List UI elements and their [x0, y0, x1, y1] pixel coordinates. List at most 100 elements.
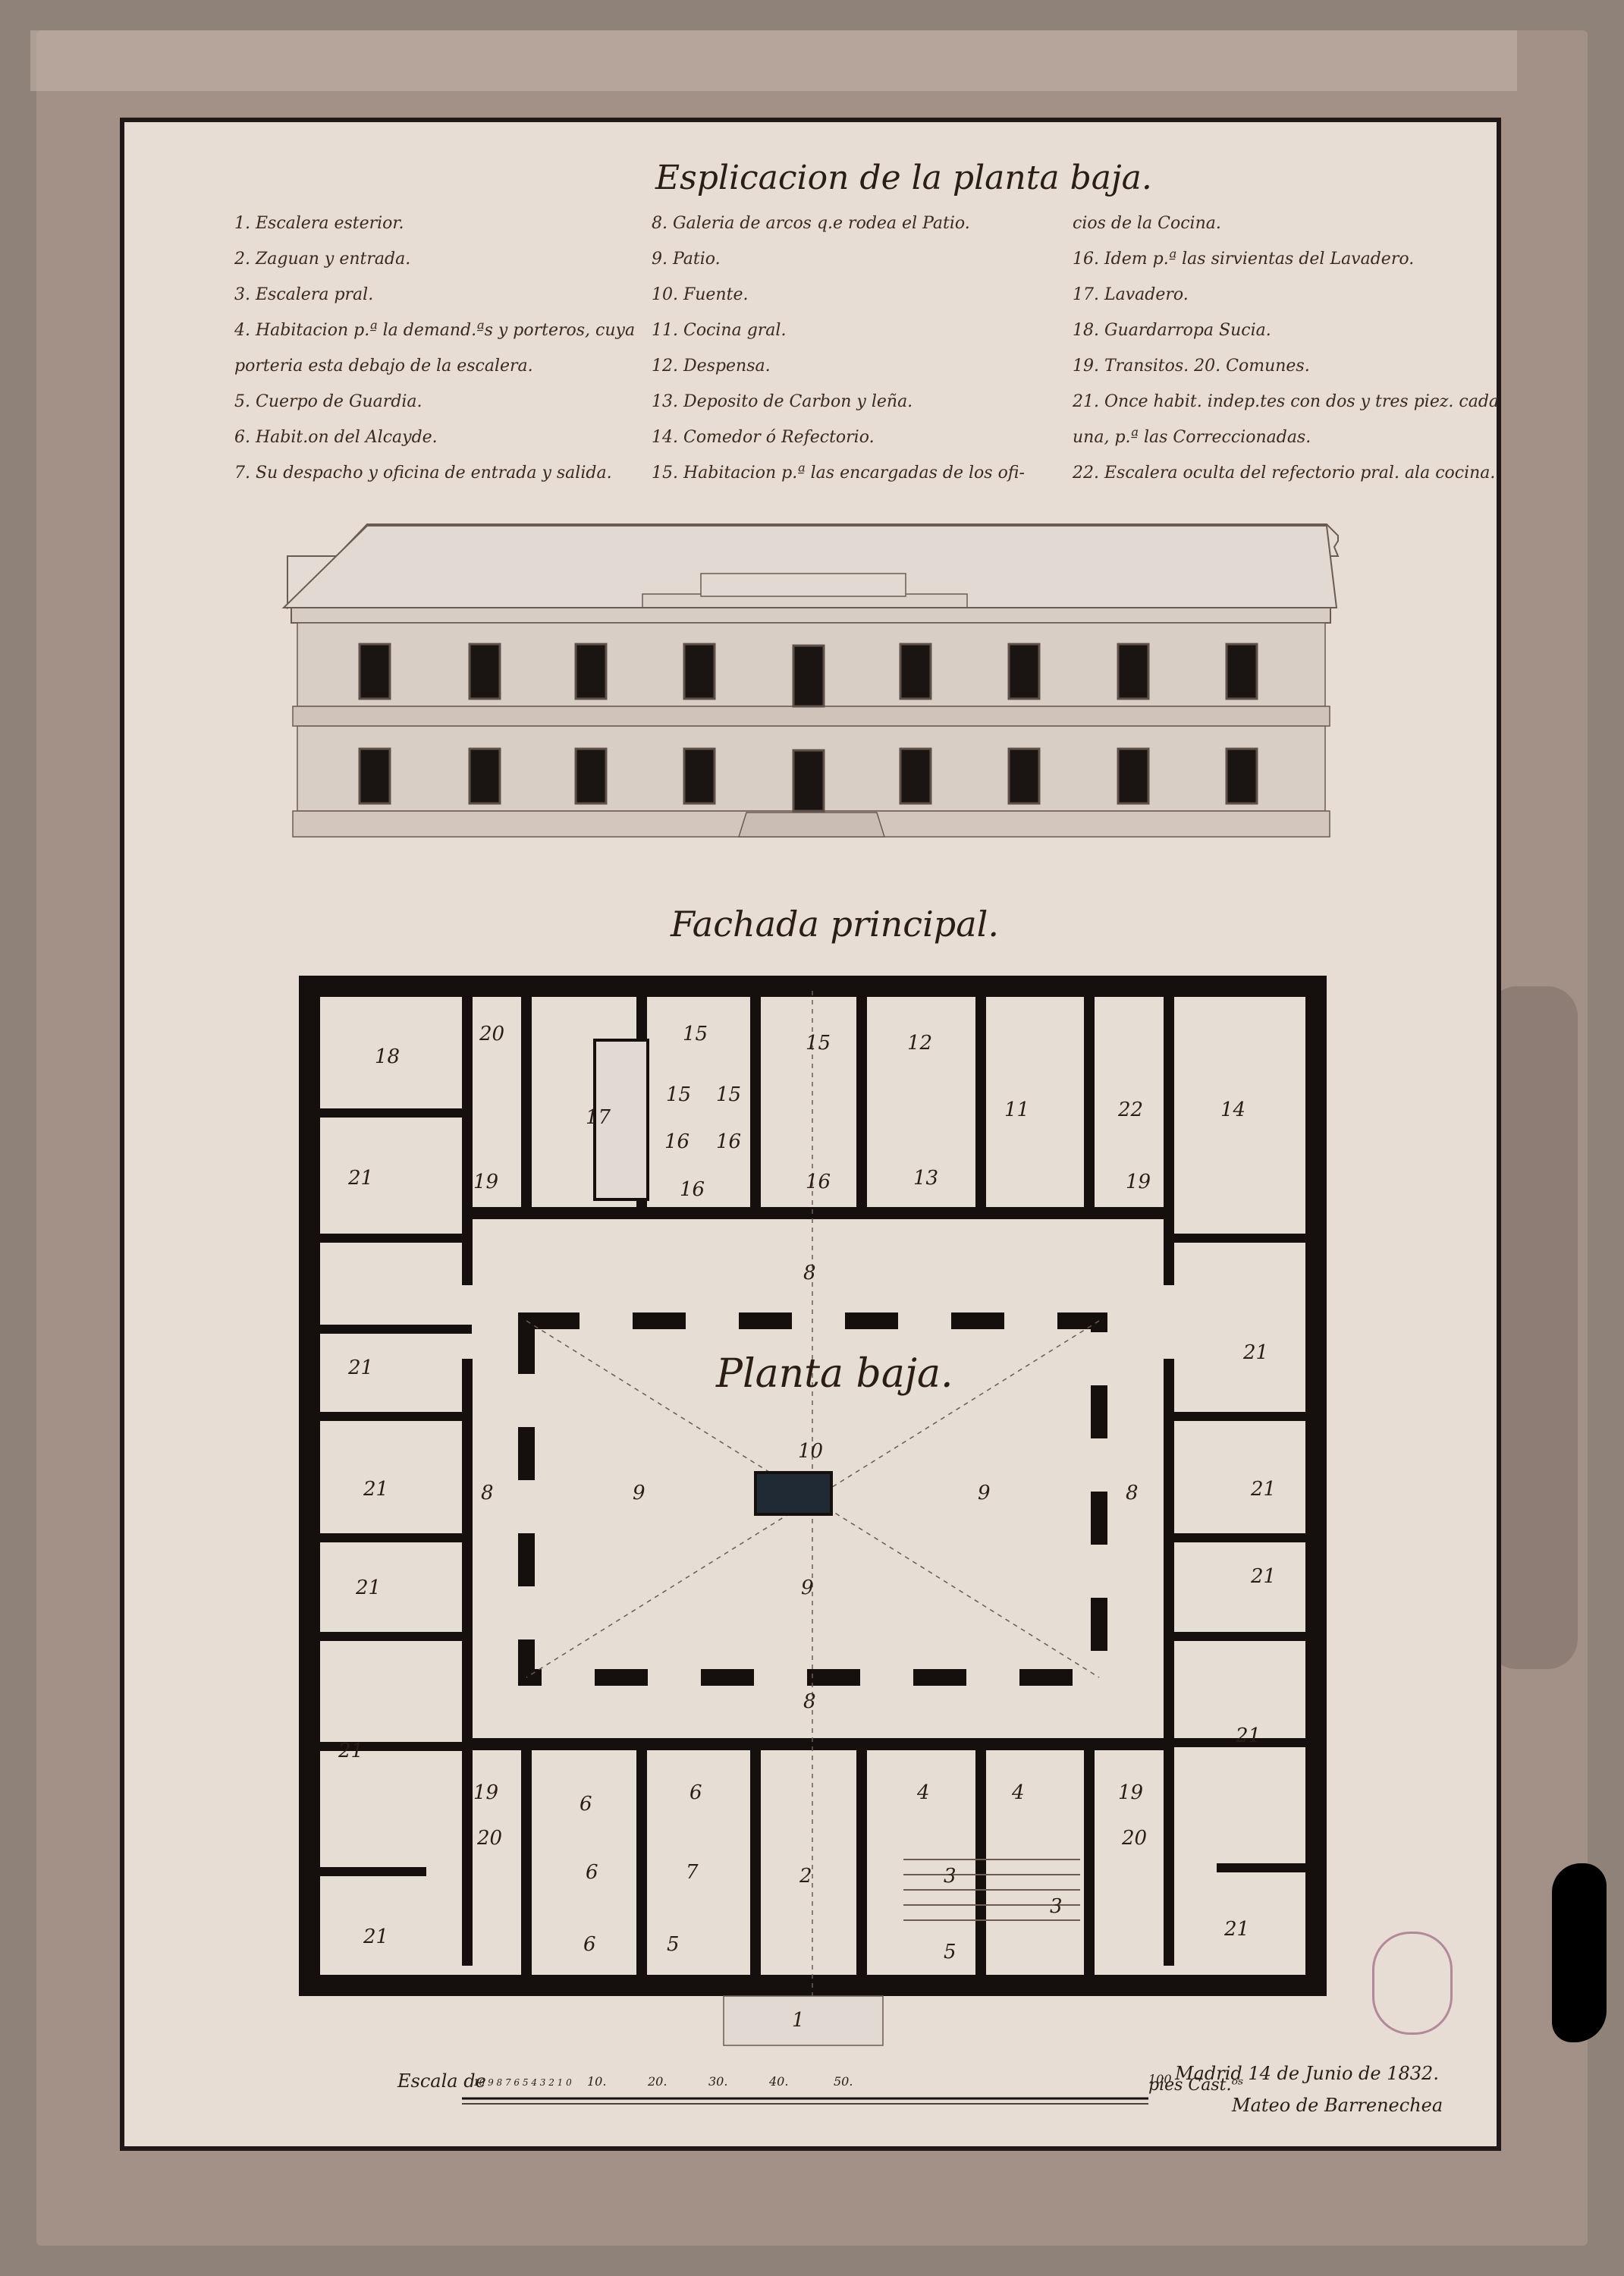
scale-tick-label: 10.	[587, 2074, 606, 2089]
room-number: 6	[583, 1933, 596, 1956]
plan-inner-wall	[1084, 997, 1095, 1209]
facade-window	[1007, 747, 1041, 805]
plan-inner-wall	[320, 1412, 472, 1421]
plan-outer-wall	[299, 976, 320, 1996]
plan-outer-wall	[1305, 976, 1327, 1996]
room-number: 1	[792, 2009, 805, 2032]
plan-inner-wall	[1171, 1632, 1306, 1641]
facade-window	[1117, 747, 1150, 805]
room-number: 13	[913, 1167, 938, 1190]
exterior-steps	[723, 1995, 884, 2046]
room-number: 5	[944, 1941, 956, 1963]
plan-inner-wall	[521, 997, 532, 1209]
facade-window	[1225, 643, 1258, 700]
legend-title: Esplicacion de la planta baja.	[655, 159, 1152, 197]
room-number: 21	[347, 1167, 373, 1190]
room-number: 22	[1117, 1099, 1143, 1121]
plan-inner-wall	[462, 1359, 473, 1966]
room-number: 21	[363, 1925, 388, 1948]
room-number: 16	[680, 1178, 705, 1201]
room-number: 19	[473, 1171, 498, 1193]
facade-window	[358, 643, 391, 700]
legend-item: cios de la Cocina.	[1073, 214, 1221, 233]
plan-inner-wall	[320, 1867, 426, 1876]
ground-floor-plan: 18 20 17 15 15 15 15 16 16 16 16 12 11 1…	[299, 976, 1327, 2105]
facade-string-course	[292, 706, 1330, 727]
scale-tick-label: 20.	[647, 2074, 667, 2089]
plan-inner-wall	[856, 997, 867, 1209]
room-number: 21	[355, 1577, 381, 1599]
room-number: 12	[907, 1032, 932, 1055]
legend-item: 4. Habitacion p.ª la demand.ªs y portero…	[234, 321, 636, 340]
plan-inner-wall	[462, 1207, 1167, 1219]
room-number: 9	[801, 1577, 814, 1599]
room-number: 6	[586, 1861, 598, 1884]
plan-inner-wall	[1084, 1750, 1095, 1978]
legend-item: 22. Escalera oculta del refectorio pral.…	[1073, 464, 1496, 483]
legend-item: 17. Lavadero.	[1073, 285, 1189, 304]
room-number: 11	[1004, 1099, 1029, 1121]
legend-item: 6. Habit.on del Alcayde.	[234, 428, 438, 447]
room-number: 21	[1250, 1565, 1276, 1588]
scale-tick-label: 40.	[768, 2074, 788, 2089]
room-number: 20	[476, 1827, 502, 1850]
legend-item: porteria esta debajo de la escalera.	[234, 357, 533, 376]
scale-tick-label: 50.	[834, 2074, 853, 2089]
room-number: 20	[1121, 1827, 1147, 1850]
room-number: 9	[633, 1482, 646, 1504]
legend-column-1: 1. Escalera esterior. 2. Zaguan y entrad…	[234, 206, 635, 491]
legend-item: 9. Patio.	[652, 250, 721, 269]
room-number: 8	[481, 1482, 494, 1504]
legend-item: 7. Su despacho y oficina de entrada y sa…	[234, 464, 612, 483]
paper-hole	[1552, 1863, 1607, 2042]
legend-item: 12. Despensa.	[652, 357, 771, 376]
room-number: 20	[479, 1023, 504, 1045]
room-number: 7	[686, 1861, 699, 1884]
plan-inner-wall	[462, 997, 473, 1285]
legend-column-2: 8. Galeria de arcos q.e rodea el Patio. …	[652, 206, 1025, 491]
plan-inner-wall	[320, 1325, 472, 1334]
facade-door	[792, 749, 825, 813]
plan-inner-wall	[1171, 1412, 1306, 1421]
room-number: 15	[666, 1083, 691, 1106]
plan-inner-wall	[1171, 1738, 1306, 1747]
mount-edge	[30, 30, 1517, 91]
facade-door	[792, 644, 825, 708]
room-number: 21	[363, 1478, 388, 1501]
room-number: 18	[375, 1045, 400, 1068]
facade-attic-top	[700, 573, 906, 597]
legend-item: 16. Idem p.ª las sirvientas del Lavadero…	[1073, 250, 1415, 269]
facade-window	[358, 747, 391, 805]
facade-window	[899, 643, 932, 700]
library-stamp	[1372, 1932, 1453, 2035]
facade-steps	[737, 812, 886, 838]
plan-inner-wall	[320, 1108, 472, 1118]
room-number: 6	[580, 1793, 592, 1815]
plan-inner-wall	[1217, 1863, 1306, 1872]
facade-window	[683, 643, 716, 700]
scale-units: pies Cast.ᵒˢ	[1148, 2076, 1244, 2095]
plan-inner-wall	[1171, 1533, 1306, 1542]
room-number: 21	[1223, 1918, 1249, 1941]
room-number: 9	[978, 1482, 991, 1504]
room-number: 15	[806, 1032, 831, 1055]
legend-item: 13. Deposito de Carbon y leña.	[652, 392, 913, 411]
facade-window	[574, 643, 608, 700]
plan-inner-wall	[856, 1750, 867, 1978]
room-number: 21	[1235, 1724, 1261, 1747]
drawing-paper: Esplicacion de la planta baja. 1. Escale…	[120, 118, 1501, 2151]
room-number: 19	[1126, 1171, 1151, 1193]
plan-inner-wall	[320, 1742, 472, 1751]
facade-window	[468, 643, 501, 700]
legend-item: 21. Once habit. indep.tes con dos y tres…	[1073, 392, 1500, 411]
facade-window	[1117, 643, 1150, 700]
plan-inner-wall	[750, 1750, 761, 1978]
plan-inner-wall	[1171, 1234, 1306, 1243]
legend-item: 14. Comedor ó Refectorio.	[652, 428, 875, 447]
legend-item: 18. Guardarropa Sucia.	[1073, 321, 1271, 340]
plan-inner-wall	[320, 1533, 472, 1542]
scale-label: Escala de	[397, 2070, 486, 2092]
room-number: 19	[1118, 1781, 1143, 1804]
legend-item: 10. Fuente.	[652, 285, 749, 304]
room-number: 6	[689, 1781, 702, 1804]
